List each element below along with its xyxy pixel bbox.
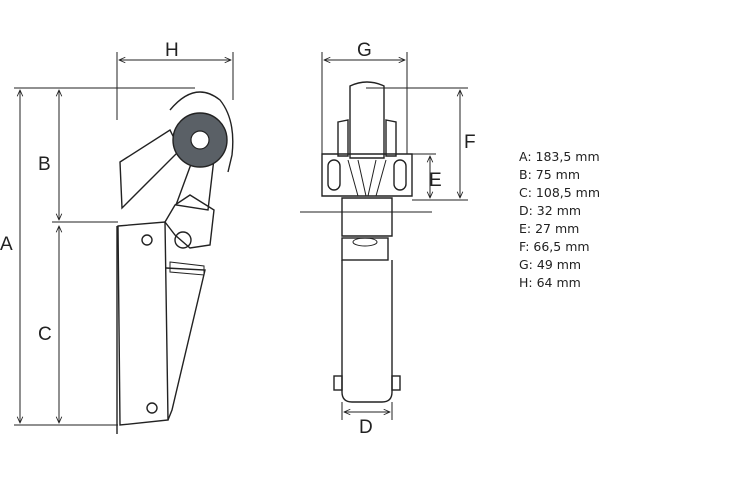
- front-knurl-ring: [341, 237, 389, 261]
- dim-c-label: C: [38, 324, 52, 345]
- arm-linkage: [347, 159, 387, 197]
- spec-f: F: 66,5 mm: [519, 239, 590, 254]
- side-view: [90, 91, 234, 434]
- dim-b-label: B: [38, 154, 51, 175]
- roller-bracket-right: [385, 119, 397, 157]
- body-screw-top: [141, 234, 153, 246]
- roller-bracket-left: [337, 119, 349, 157]
- spec-d: D: 32 mm: [519, 203, 582, 218]
- body-lug-left: [333, 375, 343, 391]
- front-roller: [349, 81, 385, 159]
- plate-slot-left: [327, 159, 341, 191]
- adjuster-screw: [352, 237, 378, 247]
- dim-h-label: H: [165, 40, 179, 61]
- front-pivot-block: [341, 197, 393, 237]
- front-body: [341, 260, 393, 403]
- pivot-pin: [174, 231, 192, 249]
- plate-slot-right: [393, 159, 407, 191]
- dim-g-label: G: [357, 40, 372, 61]
- spec-b: B: 75 mm: [519, 167, 580, 182]
- mounting-plate: [321, 153, 413, 197]
- body-lug-right: [391, 375, 401, 391]
- spec-h: H: 64 mm: [519, 275, 581, 290]
- closer-body: [117, 221, 169, 426]
- front-view: [300, 81, 432, 403]
- dim-a-label: A: [0, 234, 13, 255]
- spec-g: G: 49 mm: [519, 257, 582, 272]
- side-dimensions: A B C H: [0, 40, 234, 426]
- arm-pivot-block: [164, 194, 215, 249]
- dim-f-label: F: [464, 132, 476, 153]
- dim-e-label: E: [429, 170, 442, 191]
- spec-a: A: 183,5 mm: [519, 149, 600, 164]
- roller-guard: [169, 91, 234, 173]
- spring-housing: [165, 267, 206, 421]
- spec-c: C: 108,5 mm: [519, 185, 601, 200]
- spec-e: E: 27 mm: [519, 221, 580, 236]
- arm-lower: [119, 128, 181, 210]
- body-screw-bottom: [146, 402, 158, 414]
- adjuster-knurl: [169, 261, 205, 276]
- dim-d-label: D: [359, 417, 373, 438]
- front-dimensions: G F E D: [321, 40, 476, 438]
- roller-hub: [190, 130, 210, 150]
